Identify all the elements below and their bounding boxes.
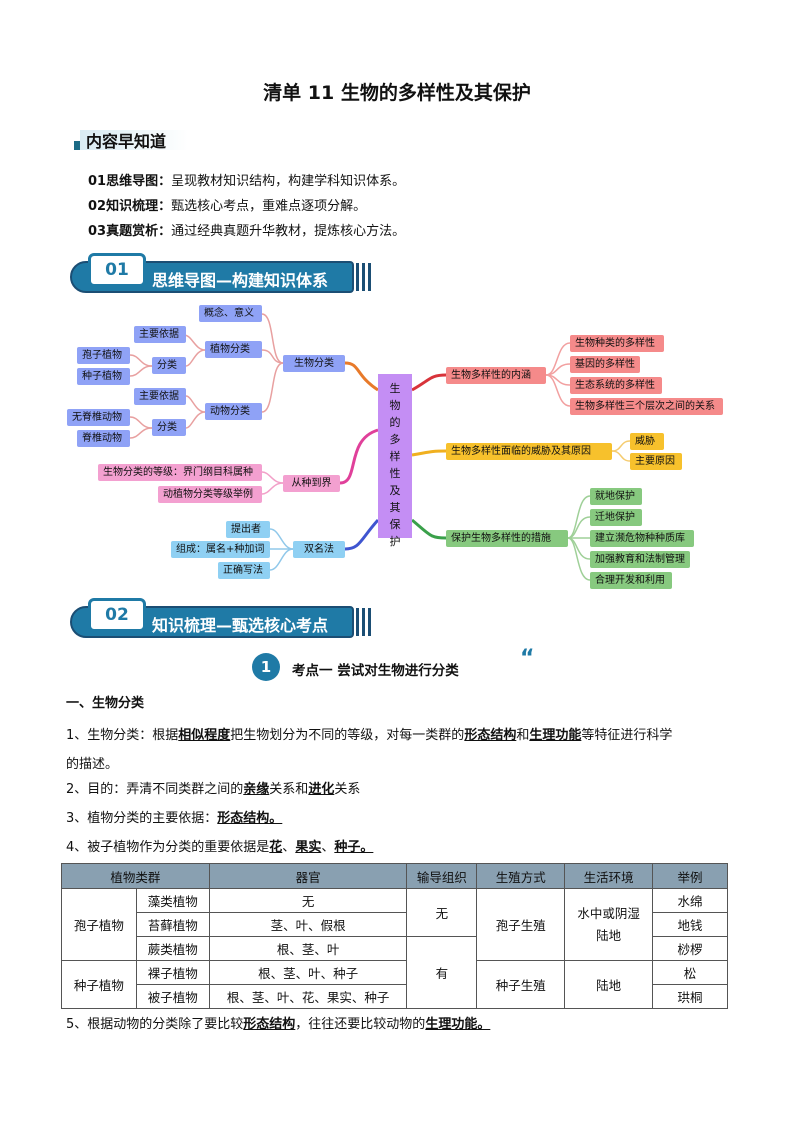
table-header: 输导组织 <box>406 863 478 889</box>
node-meaning-item-2: 基因的多样性 <box>570 356 640 373</box>
node-threat-item-1: 威胁 <box>630 433 664 450</box>
node-measure-item-1: 就地保护 <box>590 488 642 505</box>
table-cell: 根、茎、叶、花、果实、种子 <box>208 984 408 1009</box>
node-measure-item-5: 合理开发和利用 <box>590 572 672 589</box>
node-plant-basis: 主要依据 <box>134 326 186 343</box>
intro-line-1: 01思维导图：呈现教材知识结构，构建学科知识体系。 <box>88 174 406 189</box>
paragraph-2: 2、目的：弄清不同类群之间的亲缘关系和进化关系 <box>66 782 361 797</box>
node-ranks: 生物分类的等级：界门纲目科属种 <box>98 464 262 481</box>
table-header-row: 植物类群 器官 输导组织 生殖方式 生活环境 举例 <box>61 863 728 889</box>
heading-biological-classification: 一、生物分类 <box>66 696 145 711</box>
table-cell: 有 <box>406 936 478 1009</box>
table-cell: 根、茎、叶、种子 <box>208 960 408 985</box>
node-meaning-item-4: 生物多样性三个层次之间的关系 <box>570 398 723 415</box>
page-title: 清单 11 生物的多样性及其保护 <box>263 82 531 104</box>
node-concept: 概念、意义 <box>199 305 262 322</box>
table-cell: 水绵 <box>652 888 728 913</box>
node-invertebrates: 无脊椎动物 <box>67 409 130 426</box>
node-threats: 生物多样性面临的威胁及其原因 <box>446 443 612 460</box>
table-cell: 无 <box>208 888 408 913</box>
table-header: 植物类群 <box>61 863 210 889</box>
node-rank-examples: 动植物分类等级举例 <box>158 486 262 503</box>
table-cell: 松 <box>652 960 728 985</box>
paragraph-5: 5、根据动物的分类除了要比较形态结构，往往还要比较动物的生理功能。 <box>66 1017 491 1032</box>
section-banner-01: 01 思维导图—构建知识体系 <box>70 253 376 297</box>
table-cell: 孢子生殖 <box>476 888 566 961</box>
node-spore-plants: 孢子植物 <box>77 347 130 364</box>
node-measure-item-4: 加强教育和法制管理 <box>590 551 690 568</box>
plant-groups-table: 植物类群 器官 输导组织 生殖方式 生活环境 举例 孢子植物 藻类植物 无 无 … <box>61 863 728 1009</box>
table-row: 蕨类植物 根、茎、叶 有 桫椤 <box>62 936 728 1009</box>
section-number-01: 01 <box>88 253 146 287</box>
table-header: 器官 <box>208 863 408 889</box>
keypoint-heading: 1 考点一 尝试对生物进行分类 “ <box>252 646 552 684</box>
node-measure-item-2: 迁地保护 <box>590 509 642 526</box>
node-composition: 组成：属名+种加词 <box>171 541 270 558</box>
keypoint-number: 1 <box>252 653 280 681</box>
node-animal-basis: 主要依据 <box>134 388 186 405</box>
node-species-to-kingdom: 从种到界 <box>283 475 340 492</box>
section-number-02: 02 <box>88 598 146 632</box>
table-header: 举例 <box>652 863 728 889</box>
paragraph-3: 3、植物分类的主要依据：形态结构。 <box>66 811 283 826</box>
node-proposer: 提出者 <box>226 521 270 538</box>
table-row: 苔藓植物 茎、叶、假根 地钱 <box>62 912 728 937</box>
table-header: 生活环境 <box>564 863 654 889</box>
node-measure-item-3: 建立濒危物种种质库 <box>590 530 694 547</box>
keypoint-text: 考点一 尝试对生物进行分类 <box>292 663 459 679</box>
table-cell: 裸子植物 <box>135 960 210 985</box>
mindmap-center: 生物 的多 样性 及其 保护 <box>378 374 412 548</box>
section-banner-02: 02 知识梳理—甄选核心考点 <box>70 598 376 642</box>
section-title-02: 知识梳理—甄选核心考点 <box>152 616 329 635</box>
table-cell: 被子植物 <box>135 984 210 1009</box>
intro-heading-text: 内容早知道 <box>86 132 167 151</box>
node-animal-split: 分类 <box>152 419 186 436</box>
node-seed-plants: 种子植物 <box>77 368 130 385</box>
intro-heading: 内容早知道 <box>74 128 190 151</box>
table-cell: 孢子植物 <box>61 888 137 961</box>
node-plant-split: 分类 <box>152 357 186 374</box>
node-vertebrates: 脊椎动物 <box>77 430 130 447</box>
node-meaning-item-3: 生态系统的多样性 <box>570 377 662 394</box>
section-title-01: 思维导图—构建知识体系 <box>152 271 329 290</box>
table-cell: 珙桐 <box>652 984 728 1009</box>
table-cell: 种子生殖 <box>476 960 566 1009</box>
quote-icon: “ <box>520 646 535 671</box>
table-cell: 蕨类植物 <box>135 936 210 961</box>
table-header: 生殖方式 <box>476 863 566 889</box>
table-cell: 水中或阴湿陆地 <box>564 888 654 961</box>
node-meaning-item-1: 生物种类的多样性 <box>570 335 664 352</box>
node-threat-item-2: 主要原因 <box>630 453 682 470</box>
table-row: 被子植物 根、茎、叶、花、果实、种子 珙桐 <box>62 984 728 1009</box>
paragraph-4: 4、被子植物作为分类的重要依据是花、果实、种子。 <box>66 840 374 855</box>
intro-line-3: 03真题赏析：通过经典真题升华教材，提炼核心方法。 <box>88 224 406 239</box>
node-measures: 保护生物多样性的措施 <box>446 530 568 547</box>
intro-line-2: 02知识梳理：甄选核心考点，重难点逐项分解。 <box>88 199 367 214</box>
table-cell: 种子植物 <box>61 960 137 1009</box>
table-cell: 根、茎、叶 <box>208 936 408 961</box>
node-meaning: 生物多样性的内涵 <box>446 367 546 384</box>
paragraph-1: 1、生物分类：根据相似程度把生物划分为不同的等级，对每一类群的形态结构和生理功能… <box>66 728 673 772</box>
table-cell: 茎、叶、假根 <box>208 912 408 937</box>
table-cell: 桫椤 <box>652 936 728 961</box>
table-cell: 苔藓植物 <box>135 912 210 937</box>
node-plant-class: 植物分类 <box>205 341 262 358</box>
node-classification: 生物分类 <box>283 355 345 372</box>
table-row: 孢子植物 藻类植物 无 无 孢子生殖 水中或阴湿陆地 水绵 <box>61 888 728 961</box>
table-cell: 藻类植物 <box>135 888 210 913</box>
table-cell: 无 <box>406 888 478 937</box>
node-binomial: 双名法 <box>293 541 345 558</box>
node-correct-writing: 正确写法 <box>218 562 270 579</box>
table-cell: 陆地 <box>564 960 654 1009</box>
node-animal-class: 动物分类 <box>205 403 262 420</box>
table-cell: 地钱 <box>652 912 728 937</box>
table-row: 种子植物 裸子植物 根、茎、叶、种子 种子生殖 陆地 松 <box>61 960 728 1009</box>
